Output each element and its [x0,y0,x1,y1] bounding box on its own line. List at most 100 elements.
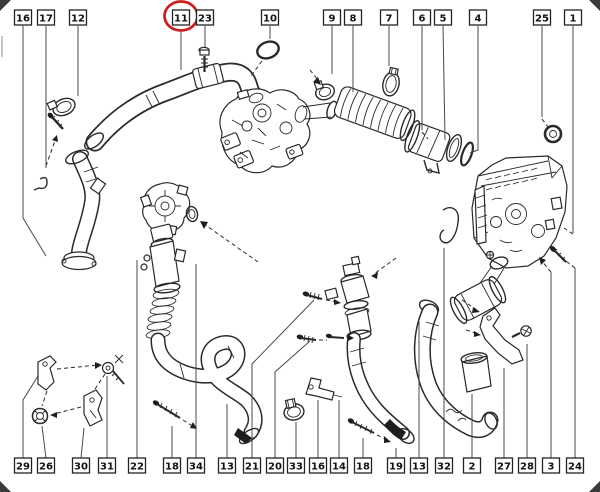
part-number-box [195,9,215,26]
part-number-box [217,457,237,474]
part-upper-intercooler-hose [83,62,266,152]
part-intake-duct [449,275,507,325]
part-number: 4 [475,14,482,25]
callout-top-7: 7 [379,9,399,66]
callout-bottom-29: 29 [13,375,39,474]
part-turbo-egr-assembly [219,88,311,174]
part-number-box [242,457,262,474]
part-number: 6 [419,14,426,25]
callout-top-1: 1 [563,9,583,233]
part-adapter-duct-6 [404,120,451,174]
callout-bottom-16: 16 [308,400,328,474]
part-number: 34 [189,462,203,473]
part-number-box [286,457,306,474]
part-number: 26 [39,462,53,473]
callout-top-16: 16 [13,9,47,257]
part-s-hose-22 [150,332,263,445]
part-number: 22 [130,462,144,473]
part-number-box [494,457,514,474]
part-number: 23 [198,14,212,25]
callout-top-10: 10 [260,9,280,39]
part-clamp-7 [382,66,400,97]
callout-bottom-26: 26 [36,425,56,474]
part-number-box [386,457,406,474]
part-number-box [412,9,432,26]
callout-top-6: 6 [412,9,432,130]
part-number: 12 [71,14,85,25]
part-number: 2 [469,462,476,473]
part-number: 14 [332,462,346,473]
part-number-box [97,457,117,474]
hose-sleeve [192,62,224,90]
callout-bottom-13: 13 [217,404,237,474]
part-number: 17 [39,14,53,25]
part-number-box [127,457,147,474]
part-number: 3 [548,462,555,473]
part-number: 28 [520,462,534,473]
part-number: 31 [100,462,114,473]
part-number: 29 [16,462,30,473]
part-number: 11 [174,14,188,25]
callout-bottom-28: 28 [517,344,537,474]
leader-line [22,375,39,458]
part-number-box [186,457,206,474]
part-number: 10 [263,14,277,25]
part-number: 9 [329,14,336,25]
part-number-box [162,457,182,474]
part-bolt-24 [539,227,576,273]
callout-bottom-22: 22 [127,260,147,474]
callout-bottom-20: 20 [265,340,311,474]
part-ring-5 [445,133,463,163]
part-number-box [517,457,537,474]
part-number-box [433,9,453,26]
part-number-box [71,457,91,474]
part-bolt-23 [198,46,210,72]
part-number: 19 [389,462,403,473]
part-number-box [265,457,285,474]
leader-line [22,26,47,257]
callout-bottom-31: 31 [97,376,117,474]
part-number-box [36,9,56,26]
part-oring-4 [460,141,474,167]
part-clamp-12 [46,97,76,117]
part-number-box [462,457,482,474]
part-bracket-16 [305,377,343,401]
callout-top-5: 5 [433,9,453,141]
part-clamp-9 [309,69,335,101]
part-number: 7 [386,14,393,25]
part-screw-18-left [152,400,197,429]
part-number-box [409,457,429,474]
callout-bottom-14: 14 [329,400,349,474]
callout-bottom-18: 18 [162,426,182,474]
part-number-box [565,457,585,474]
part-bolt-28 [511,325,532,338]
part-number-box [563,9,583,26]
leader-line [274,340,311,458]
callout-bottom-34: 34 [186,264,206,474]
callout-bottom-32: 32 [434,248,454,474]
part-corrugated-hose-8 [302,86,416,142]
part-oring-10 [250,40,280,77]
callout-top-25: 25 [532,9,552,117]
part-number: 16 [16,14,30,25]
part-number: 30 [74,462,88,473]
part-number: 13 [412,462,426,473]
part-number: 5 [440,14,447,25]
part-number-box [468,9,488,26]
part-number: 1 [570,14,577,25]
part-number-box [308,457,328,474]
callout-top-4: 4 [468,9,488,154]
part-lower-intake-hose-2 [413,299,499,439]
part-number-box [541,457,561,474]
part-hook-32 [439,206,459,244]
leader-line [80,427,85,459]
callout-top-11: 11 [163,0,199,70]
leader-line [41,425,47,459]
part-number-box [36,457,56,474]
part-number-box [434,457,454,474]
bottom-left-assembly-arrows [41,362,106,418]
part-number: 27 [497,462,511,473]
callout-top-12: 12 [68,9,88,96]
